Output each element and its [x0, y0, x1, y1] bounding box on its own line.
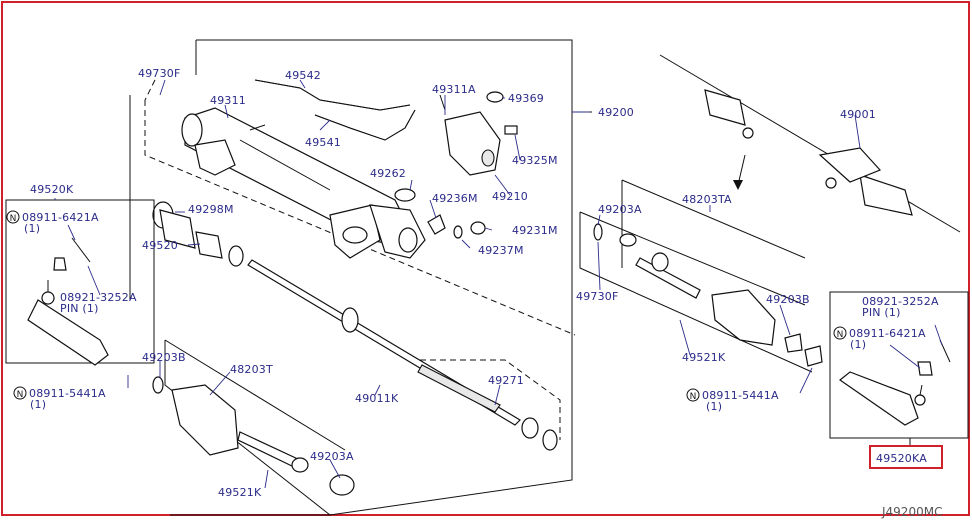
label-nut-left[interactable]: 08911-5441A: [29, 387, 106, 400]
label-nut-left-qty: (1): [30, 398, 46, 411]
label-48203TA[interactable]: 48203TA: [682, 193, 732, 206]
label-49521K-bottom[interactable]: 49521K: [218, 486, 262, 499]
valve-body: [394, 91, 518, 239]
label-49203B-left[interactable]: 49203B: [142, 351, 186, 364]
n-marker-left-bolt: N: [6, 210, 20, 224]
label-49541[interactable]: 49541: [305, 136, 341, 149]
rack-guide-box: [420, 359, 561, 440]
label-49542[interactable]: 49542: [285, 69, 321, 82]
label-49520KA[interactable]: 49520KA: [876, 452, 927, 465]
label-49311[interactable]: 49311: [210, 94, 246, 107]
label-49210[interactable]: 49210: [492, 190, 528, 203]
label-bolt-left-qty: (1): [24, 222, 40, 235]
label-49311A[interactable]: 49311A: [432, 83, 476, 96]
rack-bar: [247, 259, 558, 451]
label-49203A-right[interactable]: 49203A: [598, 203, 642, 216]
label-49730F-top[interactable]: 49730F: [138, 67, 181, 80]
label-49231M[interactable]: 49231M: [512, 224, 558, 237]
rack-housing: [181, 107, 426, 259]
label-49325M[interactable]: 49325M: [512, 154, 558, 167]
left-boot-assembly: [152, 339, 355, 516]
label-pin-left-sub: PIN (1): [60, 302, 99, 315]
label-49262[interactable]: 49262: [370, 167, 406, 180]
svg-text:N: N: [690, 392, 697, 402]
complete-rack-overview: [659, 54, 961, 233]
n-marker-left-nut: N: [13, 386, 27, 400]
label-49237M[interactable]: 49237M: [478, 244, 524, 257]
label-49011K[interactable]: 49011K: [355, 392, 399, 405]
label-49203A-bottom[interactable]: 49203A: [310, 450, 354, 463]
label-pin-right[interactable]: 08921-3252A: [862, 295, 939, 308]
label-49203B-right[interactable]: 49203B: [766, 293, 810, 306]
leader-lines: [54, 79, 943, 489]
label-49298M[interactable]: 49298M: [188, 203, 234, 216]
outer-frame: [1, 1, 970, 516]
label-49369[interactable]: 49369: [508, 92, 544, 105]
n-marker-right-nut: N: [686, 388, 700, 402]
svg-text:N: N: [837, 330, 844, 340]
label-49521K-right[interactable]: 49521K: [682, 351, 726, 364]
label-49520K[interactable]: 49520K: [30, 183, 74, 196]
label-pin-left[interactable]: 08921-3252A: [60, 291, 137, 304]
label-pin-right-sub: PIN (1): [862, 306, 901, 319]
svg-text:N: N: [17, 390, 24, 400]
label-49730F-right[interactable]: 49730F: [576, 290, 619, 303]
diagram-code: J49200MC: [881, 505, 942, 519]
label-nut-right-qty: (1): [706, 400, 722, 413]
label-49200[interactable]: 49200: [598, 106, 634, 119]
highlight-box-49520KA: [869, 445, 943, 469]
left-seals: [152, 201, 244, 267]
label-49271[interactable]: 49271: [488, 374, 524, 387]
label-bolt-right[interactable]: 08911-6421A: [849, 327, 926, 340]
right-tie-rod-end-box: [829, 291, 969, 446]
label-49520[interactable]: 49520: [142, 239, 178, 252]
n-marker-right-bolt: N: [833, 326, 847, 340]
label-49001[interactable]: 49001: [840, 108, 876, 121]
left-tie-rod-end-box: [5, 199, 155, 366]
label-48203T[interactable]: 48203T: [230, 363, 273, 376]
label-49236M[interactable]: 49236M: [432, 192, 478, 205]
hydraulic-pipes: [254, 79, 416, 141]
label-bolt-right-qty: (1): [850, 338, 866, 351]
label-nut-right[interactable]: 08911-5441A: [702, 389, 779, 402]
main-assembly-outline: [129, 39, 592, 516]
label-bolt-left[interactable]: 08911-6421A: [22, 211, 99, 224]
right-tie-rod-box: [579, 179, 823, 373]
svg-text:N: N: [10, 214, 17, 224]
